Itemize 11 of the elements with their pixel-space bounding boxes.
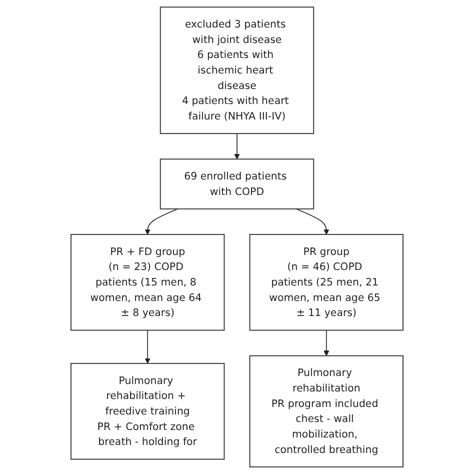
arrow: [144, 330, 150, 364]
arrow: [296, 208, 330, 235]
node-box: excluded 3 patients with joint disease 6 patients with ischemic heart disease 4 patients with heart failure (NHYA III-IV): [160, 6, 314, 134]
arrow: [234, 133, 240, 160]
node-box: 69 enrolled patients with COPD: [160, 158, 314, 210]
node-box: PR + FD group (n = 23) COPD patients (15 men, 8 women, mean age 64 ± 8 years): [70, 234, 225, 331]
arrow: [324, 330, 330, 356]
node-box: Pulmonary rehabilitation PR program included chest - wall mobilization, controlled breathing: [249, 355, 404, 468]
node-box: PR group (n = 46) COPD patients (25 men, 21 women, mean age 65 ± 11 years): [249, 234, 404, 331]
node-box: Pulmonary rehabilitation + freedive training PR + Comfort zone breath - holding for: [70, 362, 225, 460]
arrow: [144, 208, 178, 235]
